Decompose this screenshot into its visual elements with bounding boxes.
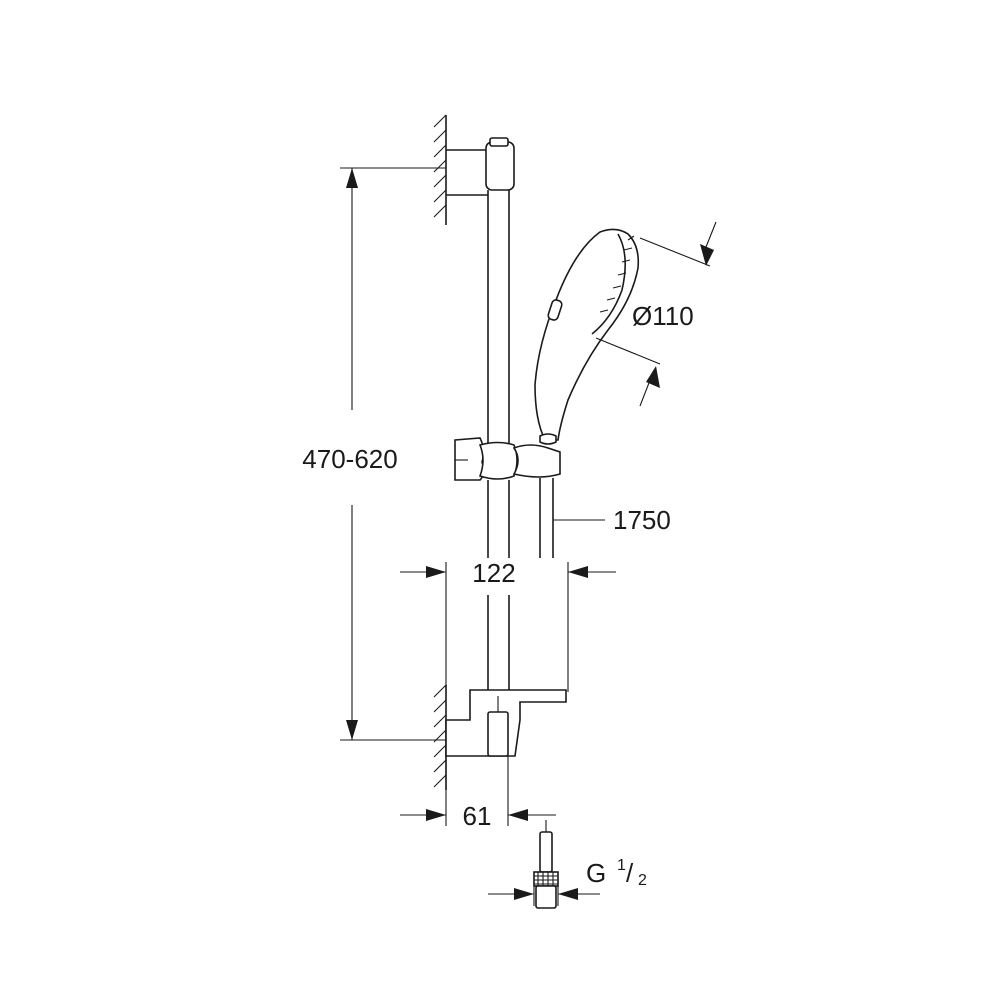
thread-size-label: G: [586, 858, 606, 888]
thread-size-denominator: 2: [638, 872, 647, 889]
thread-size-numerator: 1: [617, 857, 626, 874]
hand-shower: [534, 228, 640, 445]
hose-length-label: 1750: [613, 505, 671, 535]
dimension-hose-length: 1750: [553, 505, 671, 535]
height-range-label: 470-620: [302, 444, 397, 474]
slide-rail: [487, 190, 510, 700]
upper-wall-bracket: [446, 137, 515, 196]
dimension-head-diameter: Ø110: [595, 221, 717, 407]
thread-size-separator: /: [626, 858, 634, 888]
dimension-slider-depth: 122: [400, 558, 616, 692]
dimension-height: 470-620: [302, 167, 446, 741]
spray-nozzles: [599, 235, 635, 313]
lower-wall-bracket: [445, 689, 567, 757]
hose-connector: [533, 820, 559, 909]
wall-lower: [433, 684, 447, 790]
wall-depth-label: 61: [463, 801, 492, 831]
dimension-wall-depth: 61: [400, 756, 556, 831]
shower-holder-slider: [454, 437, 561, 481]
wall-upper: [433, 114, 447, 225]
slider-depth-label: 122: [472, 558, 515, 588]
dimension-thread: G 1 / 2: [488, 857, 647, 906]
head-diameter-label: Ø110: [632, 301, 694, 331]
shower-hose: [539, 478, 554, 558]
